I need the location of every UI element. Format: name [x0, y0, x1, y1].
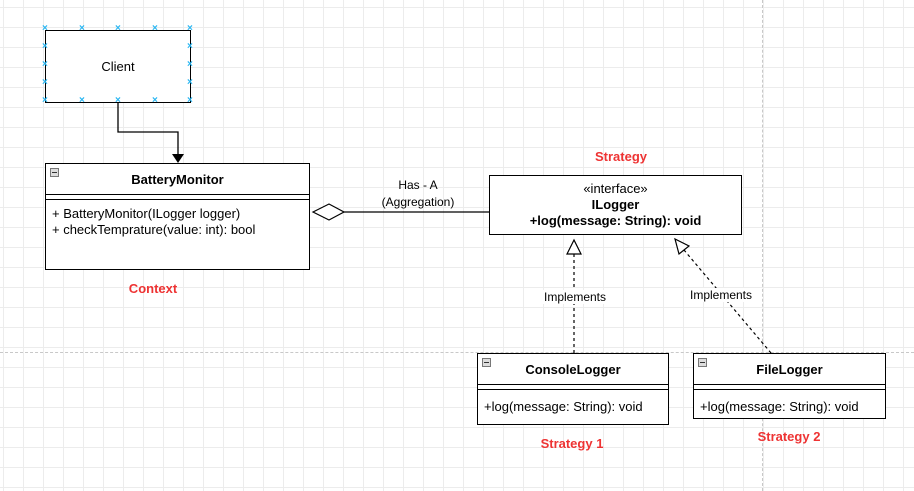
page-break-horizontal	[0, 352, 914, 353]
console-logger-header: ConsoleLogger	[478, 354, 668, 385]
resize-handle-e1[interactable]	[187, 44, 193, 51]
resize-handle-e2[interactable]	[187, 62, 193, 69]
resize-handle-n1[interactable]	[79, 26, 85, 33]
ilogger-name: ILogger	[591, 197, 640, 212]
resize-handle-se[interactable]	[187, 98, 193, 105]
file-logger-name: FileLogger	[756, 361, 823, 377]
battery-monitor-class[interactable]: BatteryMonitor + BatteryMonitor(ILogger …	[45, 163, 310, 270]
context-annotation[interactable]: Context	[128, 281, 178, 296]
implements-file-label[interactable]: Implements	[688, 288, 754, 302]
console-logger-method: +log(message: String): void	[484, 399, 643, 414]
realization-arrowhead-file	[674, 237, 691, 256]
resize-handle-ne[interactable]	[187, 26, 193, 33]
resize-handle-w3[interactable]	[42, 80, 48, 87]
aggregation-label-line1: Has - A	[398, 178, 438, 192]
client-label: Client	[101, 59, 135, 74]
resize-handle-w1[interactable]	[42, 44, 48, 51]
resize-handle-s3[interactable]	[152, 98, 158, 105]
resize-handle-e3[interactable]	[187, 80, 193, 87]
ilogger-stereotype: «interface»	[583, 181, 648, 196]
resize-handle-n3[interactable]	[152, 26, 158, 33]
battery-monitor-divider	[46, 195, 309, 200]
battery-monitor-members: + BatteryMonitor(ILogger logger) + check…	[46, 200, 309, 244]
file-logger-divider	[694, 385, 885, 390]
ilogger-interface[interactable]: «interface» ILogger +log(message: String…	[489, 175, 742, 235]
collapse-toggle-icon[interactable]	[698, 358, 707, 367]
client-box[interactable]: Client	[42, 26, 193, 105]
console-logger-divider	[478, 385, 668, 390]
client-to-battery-edge[interactable]	[117, 103, 179, 155]
console-logger-class[interactable]: ConsoleLogger +log(message: String): voi…	[477, 353, 669, 425]
strategy2-annotation[interactable]: Strategy 2	[757, 429, 821, 444]
aggregation-label[interactable]: Has - A (Aggregation)	[382, 177, 455, 211]
console-logger-name: ConsoleLogger	[525, 361, 621, 377]
resize-handle-n2[interactable]	[115, 26, 121, 33]
file-logger-method: +log(message: String): void	[700, 399, 859, 414]
battery-monitor-header: BatteryMonitor	[46, 164, 309, 195]
client-arrowhead	[172, 154, 184, 163]
resize-handle-nw[interactable]	[42, 26, 48, 33]
strategy-annotation[interactable]: Strategy	[594, 149, 648, 164]
aggregation-label-line2: (Aggregation)	[381, 195, 455, 209]
strategy1-annotation[interactable]: Strategy 1	[540, 436, 604, 451]
resize-handle-w2[interactable]	[42, 62, 48, 69]
file-logger-header: FileLogger	[694, 354, 885, 385]
realization-arrowhead-console	[566, 238, 582, 255]
resize-handle-sw[interactable]	[42, 98, 48, 105]
battery-monitor-member: + BatteryMonitor(ILogger logger)	[52, 206, 241, 221]
aggregation-diamond	[311, 203, 346, 221]
implements-console-label[interactable]: Implements	[542, 290, 608, 304]
resize-handle-s2[interactable]	[115, 98, 121, 105]
ilogger-method: +log(message: String): void	[529, 213, 702, 228]
collapse-toggle-icon[interactable]	[50, 168, 59, 177]
page-break-vertical	[762, 0, 763, 491]
collapse-toggle-icon[interactable]	[482, 358, 491, 367]
battery-monitor-member: + checkTemprature(value: int): bool	[52, 222, 256, 237]
resize-handle-s1[interactable]	[79, 98, 85, 105]
file-logger-class[interactable]: FileLogger +log(message: String): void	[693, 353, 886, 419]
battery-monitor-name: BatteryMonitor	[131, 171, 224, 187]
